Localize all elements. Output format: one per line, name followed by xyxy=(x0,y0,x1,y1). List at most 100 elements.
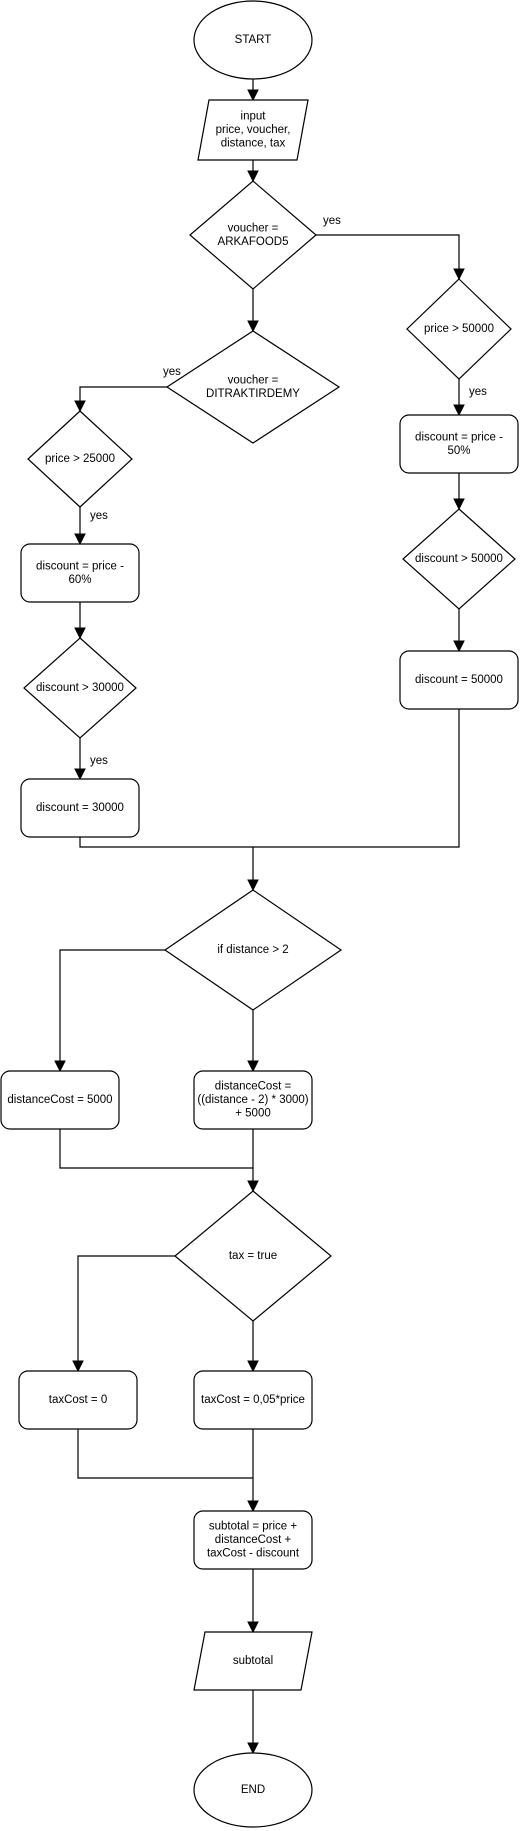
node-label-line: subtotal = price + xyxy=(209,1521,298,1533)
price-gt-50000-decision: price > 50000 xyxy=(406,278,512,380)
process-box xyxy=(193,1370,313,1430)
node-label-line: price > 50000 xyxy=(424,323,494,335)
edge-label-price50-yes: yes xyxy=(469,386,487,398)
node-label-line: distance, tax xyxy=(221,138,286,150)
node-label-line: price > 25000 xyxy=(45,453,115,465)
subtotal-output-node: subtotal xyxy=(193,1631,313,1691)
edge-label-arkafood-yes: yes xyxy=(323,215,341,227)
node-label-line: DITRAKTIRDEMY xyxy=(206,388,300,400)
arrowhead xyxy=(247,879,259,892)
process-box xyxy=(193,1070,313,1130)
distance-false xyxy=(59,949,165,1071)
ditrak-yes xyxy=(79,386,167,411)
discount-50000-process: discount = 50000 xyxy=(399,650,519,710)
node-label-line: discount = 50000 xyxy=(415,674,503,686)
node-label-line: discount = 30000 xyxy=(36,802,124,814)
node-label-line: taxCost - discount xyxy=(207,1548,300,1560)
process-box xyxy=(399,650,519,710)
arrowhead xyxy=(247,320,259,333)
tax-true-decision: tax = true xyxy=(174,1190,332,1322)
decision-diamond xyxy=(406,278,512,380)
node-label-line: distanceCost = 5000 xyxy=(7,1094,112,1106)
io-parallelogram xyxy=(193,1631,313,1691)
node-label-line: discount > 30000 xyxy=(36,682,124,694)
terminal-ellipse xyxy=(193,0,313,80)
discount-price-50-process: discount = price - 50% xyxy=(399,414,519,474)
discount-30000-process: discount = 30000 xyxy=(20,778,140,838)
io-parallelogram xyxy=(197,99,309,161)
discount-gt-50000-decision: discount > 50000 xyxy=(402,508,516,610)
node-label-line: taxCost = 0 xyxy=(49,1394,108,1406)
distancecost-5000-process: distanceCost = 5000 xyxy=(0,1070,120,1130)
edge-label-ditrak-yes: yes xyxy=(163,366,181,378)
node-label-line: 60% xyxy=(68,574,91,586)
node-label-line: input xyxy=(241,111,267,123)
arrowhead xyxy=(54,1060,66,1073)
arrowhead xyxy=(453,640,465,653)
process-box xyxy=(399,414,519,474)
arrowhead xyxy=(247,1621,259,1634)
decision-diamond xyxy=(163,889,343,1011)
node-label-line: taxCost = 0,05*price xyxy=(201,1394,305,1406)
edge-label-discount30-yes: yes xyxy=(90,755,108,767)
arrowhead xyxy=(72,1360,84,1373)
end-node: END xyxy=(193,1752,313,1828)
arrowhead xyxy=(247,89,259,102)
node-label-line: discount = price - xyxy=(36,560,124,572)
process-box xyxy=(20,778,140,838)
decision-diamond xyxy=(165,330,341,444)
node-label-line: 50% xyxy=(447,445,470,457)
price-gt-25000-decision: price > 25000 xyxy=(27,410,133,508)
taxcost-merge xyxy=(77,1429,253,1479)
start-node: START xyxy=(193,0,313,80)
edge-label-price25-yes: yes xyxy=(90,510,108,522)
node-label-line: discount = price - xyxy=(415,431,503,443)
decision-diamond xyxy=(27,410,133,508)
arrowhead xyxy=(453,268,465,281)
process-box xyxy=(20,543,140,603)
node-label-line: subtotal xyxy=(233,1655,273,1667)
taxcost-formula-process: taxCost = 0,05*price xyxy=(193,1370,313,1430)
node-label-line: discount > 50000 xyxy=(415,553,503,565)
distancecost-merge xyxy=(59,1129,253,1169)
decision-diamond xyxy=(174,1190,332,1322)
taxcost-0-process: taxCost = 0 xyxy=(18,1370,138,1430)
subtotal-calc-process: subtotal = price +distanceCost + taxCost … xyxy=(193,1510,313,1570)
node-label-line: if distance > 2 xyxy=(217,944,288,956)
merge-left-right xyxy=(79,709,460,848)
decision-diamond xyxy=(402,508,516,610)
discount-gt-30000-decision: discount > 30000 xyxy=(23,637,137,739)
node-label-line: START xyxy=(235,34,272,46)
decision-diamond xyxy=(189,180,317,290)
node-label-line: ((distance - 2) * 3000) xyxy=(197,1094,308,1106)
decision-diamond xyxy=(23,637,137,739)
node-label-line: tax = true xyxy=(229,1250,277,1262)
arkafood-yes xyxy=(316,234,460,279)
edges-layer xyxy=(54,79,465,1755)
node-label-line: distanceCost = xyxy=(215,1081,292,1093)
voucher-arkafood5-decision: voucher = ARKAFOOD5 xyxy=(189,180,317,290)
tax-false xyxy=(77,1255,175,1371)
node-label-line: voucher = xyxy=(228,222,279,234)
arrowhead xyxy=(247,1742,259,1755)
node-label-line: + 5000 xyxy=(235,1108,271,1120)
arrowhead xyxy=(247,1500,259,1513)
distance-gt-2-decision: if distance > 2 xyxy=(163,889,343,1011)
node-label-line: price, voucher, xyxy=(216,124,291,136)
voucher-ditraktirdemy-decision: voucher =DITRAKTIRDEMY xyxy=(165,330,341,444)
arrowhead xyxy=(247,1360,259,1373)
process-box xyxy=(0,1070,120,1130)
process-box xyxy=(18,1370,138,1430)
arrowhead xyxy=(74,533,86,546)
arrowhead xyxy=(247,1060,259,1073)
node-label-line: ARKAFOOD5 xyxy=(218,236,289,248)
terminal-ellipse xyxy=(193,1752,313,1828)
arrowhead xyxy=(247,1180,259,1193)
arrowhead xyxy=(74,400,86,413)
arrowhead xyxy=(247,170,259,183)
node-label-line: distanceCost + xyxy=(215,1534,292,1546)
distancecost-formula-process: distanceCost =((distance - 2) * 3000) + 5… xyxy=(193,1070,313,1130)
arrowhead xyxy=(74,768,86,781)
edge-labels-layer: yes yes yes yes yes xyxy=(90,215,487,767)
